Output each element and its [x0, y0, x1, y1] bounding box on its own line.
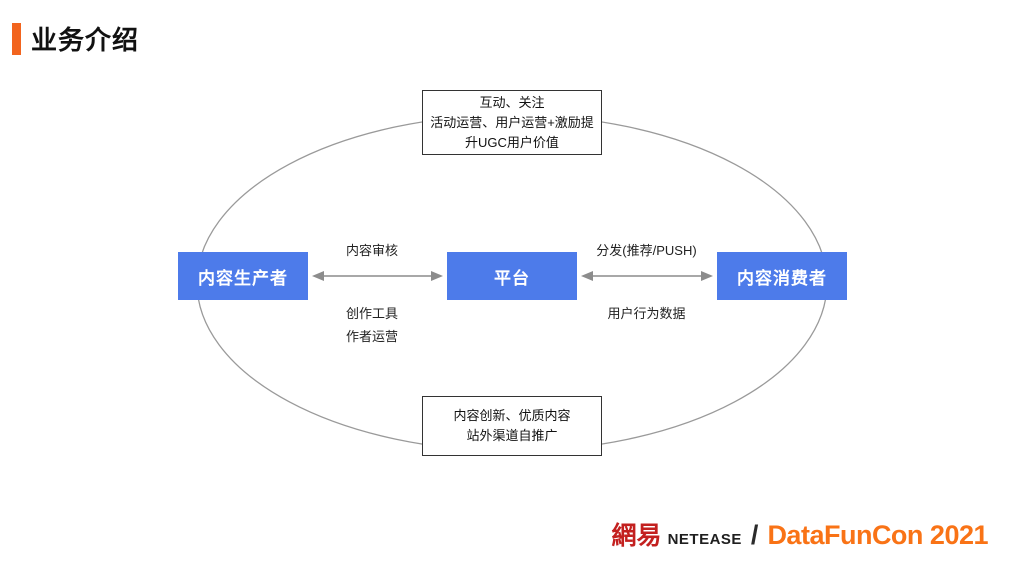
- creation-tools-label: 创作工具: [345, 306, 398, 321]
- content-consumer-node: 内容消费者: [717, 252, 847, 300]
- title-accent-bar: [12, 22, 21, 55]
- content-producer-label: 内容生产者: [198, 268, 288, 288]
- content-consumer-label: 内容消费者: [737, 268, 827, 288]
- engagement-note-line: 升UGC用户价值: [465, 134, 559, 150]
- datafuncon-logo: DataFunCon 2021: [767, 520, 988, 550]
- engagement-note-line: 互动、关注: [479, 94, 545, 110]
- platform-node: 平台: [447, 252, 577, 300]
- netease-chinese-logo: 網易: [611, 523, 662, 550]
- distribution-label: 分发(推荐/PUSH): [596, 243, 697, 258]
- content-innovation-note-box: 内容创新、优质内容 站外渠道自推广: [422, 396, 602, 456]
- footer-logos: 網易 NETEASE / DataFunCon 2021: [611, 516, 989, 552]
- user-behavior-label: 用户行为数据: [607, 306, 686, 321]
- engagement-note-box: 互动、关注 活动运营、用户运营+激励提 升UGC用户价值: [422, 90, 602, 155]
- producer-platform-arrow: [312, 271, 443, 281]
- content-review-label: 内容审核: [345, 243, 398, 258]
- page-title: 业务介绍: [31, 25, 140, 55]
- netease-english-logo: NETEASE: [667, 531, 742, 548]
- logo-separator-slash: /: [750, 520, 759, 550]
- platform-label: 平台: [494, 268, 530, 288]
- platform-consumer-arrow: [581, 271, 713, 281]
- content-producer-node: 内容生产者: [178, 252, 308, 300]
- content-innovation-line: 内容创新、优质内容: [453, 408, 571, 423]
- engagement-note-line: 活动运营、用户运营+激励提: [430, 114, 594, 130]
- slide-header: 业务介绍: [12, 20, 139, 57]
- content-innovation-line: 站外渠道自推广: [466, 428, 558, 443]
- author-operation-label: 作者运营: [345, 329, 398, 344]
